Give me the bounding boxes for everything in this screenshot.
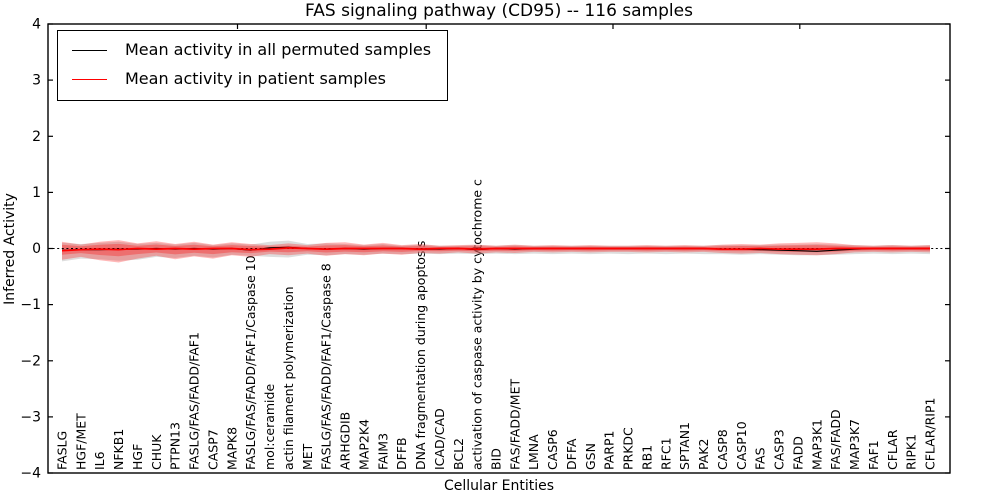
y-tick-label: −2 bbox=[20, 353, 41, 369]
legend: Mean activity in all permuted samples Me… bbox=[57, 30, 449, 101]
x-category-label: actin filament polymerization bbox=[281, 286, 296, 470]
x-category-label: CFLAR bbox=[885, 429, 900, 470]
permuted-range-band bbox=[62, 240, 930, 262]
legend-item-patient: Mean activity in patient samples bbox=[72, 68, 431, 90]
y-tick-label: 4 bbox=[32, 17, 41, 33]
chart-title: FAS signaling pathway (CD95) -- 116 samp… bbox=[305, 1, 693, 21]
x-category-label: HGF/MET bbox=[73, 413, 88, 470]
x-category-label: MAPK8 bbox=[224, 427, 239, 470]
x-category-label: RB1 bbox=[640, 445, 655, 470]
x-category-label: BCL2 bbox=[451, 438, 466, 470]
legend-label-patient: Mean activity in patient samples bbox=[125, 69, 386, 88]
x-category-label: CASP6 bbox=[545, 429, 560, 470]
x-category-label: FAIM3 bbox=[375, 433, 390, 470]
x-category-label: MET bbox=[300, 443, 315, 470]
x-category-label: DFFB bbox=[394, 437, 409, 470]
x-category-label: activation of caspase activity by cytoch… bbox=[470, 179, 485, 470]
x-category-label: FAS/FADD bbox=[828, 409, 843, 470]
patient-mean-line bbox=[61, 247, 930, 252]
x-category-label: FAS/FADD/MET bbox=[507, 379, 522, 470]
x-category-label: SPTAN1 bbox=[677, 422, 692, 470]
x-category-label: CHUK bbox=[149, 434, 164, 470]
x-category-label: ARHGDIB bbox=[338, 412, 353, 470]
x-category-label: PTPN13 bbox=[168, 422, 183, 470]
y-tick-label: 3 bbox=[32, 73, 41, 89]
x-category-label: GSN bbox=[583, 443, 598, 470]
x-category-label: FASLG/FAS/FADD/FAF1/Caspase 10 bbox=[243, 255, 258, 470]
x-category-label: HGF bbox=[130, 444, 145, 470]
x-category-label: PAK2 bbox=[696, 439, 711, 470]
x-category-label: MAP3K1 bbox=[809, 419, 824, 470]
x-category-label: MAP2K4 bbox=[356, 419, 371, 470]
x-category-label: DNA fragmentation during apoptosis bbox=[413, 241, 428, 470]
x-category-label: CASP10 bbox=[734, 421, 749, 470]
x-category-label: NFKB1 bbox=[111, 429, 126, 470]
x-category-label: FAS bbox=[753, 447, 768, 470]
y-tick-label: 0 bbox=[32, 241, 41, 257]
legend-item-permuted: Mean activity in all permuted samples bbox=[72, 39, 431, 61]
permuted-line-swatch bbox=[72, 49, 107, 51]
x-category-label: BID bbox=[489, 448, 504, 470]
x-axis-label: Cellular Entities bbox=[443, 478, 555, 494]
x-category-label: PARP1 bbox=[602, 431, 617, 470]
y-tick-label: −3 bbox=[20, 409, 41, 425]
legend-label-permuted: Mean activity in all permuted samples bbox=[125, 40, 432, 59]
x-category-label: FASLG bbox=[55, 431, 70, 470]
x-category-label: DFFA bbox=[564, 438, 579, 470]
x-category-label: CASP8 bbox=[715, 429, 730, 470]
patient-range-band-inner bbox=[62, 243, 930, 257]
y-axis-label: Inferred Activity bbox=[2, 193, 18, 305]
x-category-label: CASP3 bbox=[772, 429, 787, 470]
x-category-label: FAF1 bbox=[866, 440, 881, 470]
x-category-label: MAP3K7 bbox=[847, 419, 862, 470]
y-tick-label: −4 bbox=[20, 466, 41, 482]
x-category-label: RIPK1 bbox=[904, 434, 919, 470]
x-category-label: RFC1 bbox=[658, 437, 673, 470]
x-category-label: FASLG/FAS/FADD/FAF1/Caspase 8 bbox=[319, 263, 334, 470]
patient-range-band-outer bbox=[62, 240, 930, 263]
x-category-label: CFLAR/RIP1 bbox=[923, 398, 938, 470]
x-category-label: ICAD/CAD bbox=[432, 408, 447, 470]
x-category-label: mol:ceramide bbox=[262, 384, 277, 470]
x-category-label: LMNA bbox=[526, 434, 541, 470]
y-tick-label: 2 bbox=[32, 129, 41, 145]
x-category-label: IL6 bbox=[92, 451, 107, 470]
x-category-label: FADD bbox=[790, 436, 805, 470]
y-tick-label: 1 bbox=[32, 185, 41, 201]
x-category-label: CASP7 bbox=[206, 429, 221, 470]
patient-line-swatch bbox=[72, 78, 107, 80]
x-category-label: PRKDC bbox=[621, 427, 636, 470]
x-category-label: FASLG/FAS/FADD/FAF1 bbox=[187, 332, 202, 470]
y-tick-label: −1 bbox=[20, 297, 41, 313]
